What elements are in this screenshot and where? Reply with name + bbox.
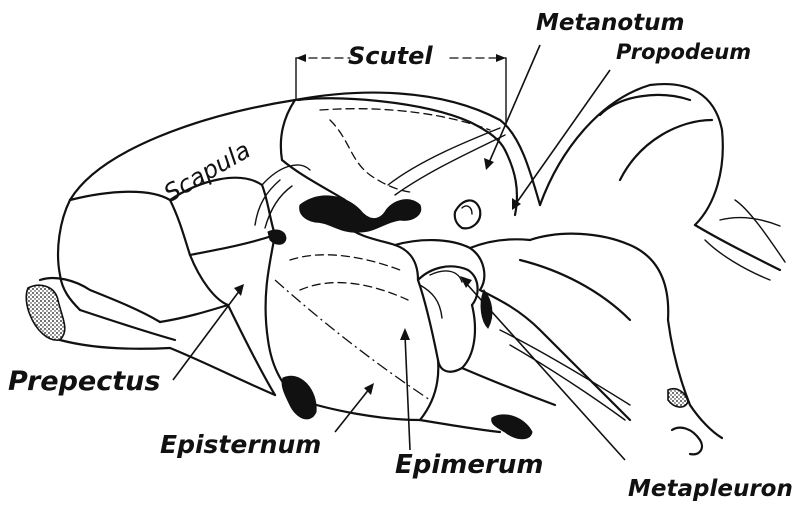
label-epimerum: Epimerum (395, 452, 543, 478)
pointer-arrows (173, 45, 625, 460)
epimerum-outline (395, 240, 484, 372)
label-metanotum: Metanotum (536, 12, 685, 35)
label-metapleuron: Metapleuron (628, 478, 793, 501)
label-propodeum: Propodeum (616, 42, 751, 63)
propodeum-outline (530, 84, 785, 454)
mesonotum-outline (70, 93, 540, 205)
label-scutel: Scutel (348, 44, 433, 68)
label-prepectus: Prepectus (8, 368, 160, 395)
metapleuron-outline (420, 260, 630, 432)
label-episternum: Episternum (160, 432, 321, 457)
